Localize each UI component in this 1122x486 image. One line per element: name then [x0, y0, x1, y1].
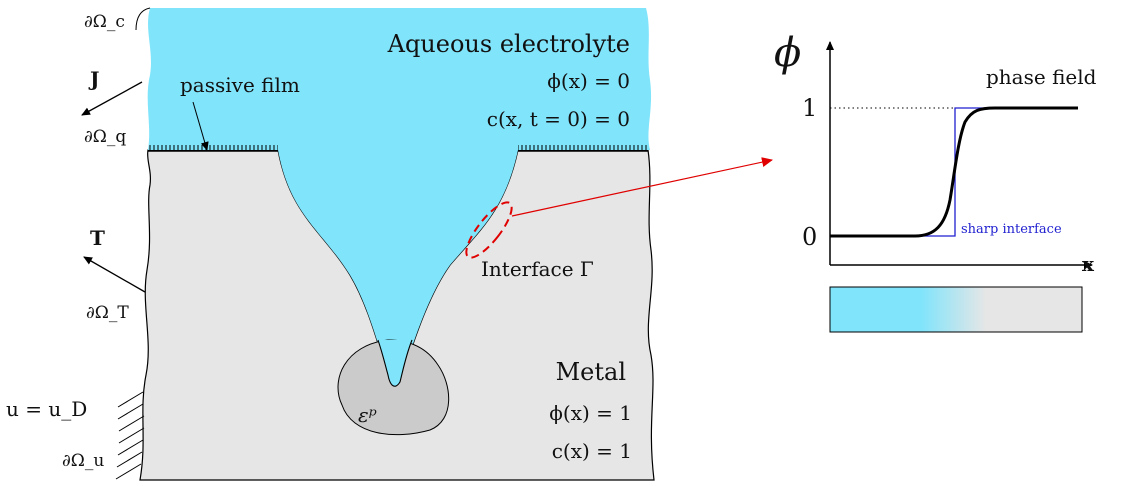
flux-label: J — [88, 67, 99, 91]
passive-film-right — [518, 145, 648, 151]
phase-field-plot: ϕ x 1 0 phase field sharp interface — [774, 30, 1097, 333]
plastic-zone — [337, 339, 450, 436]
electrolyte-eq2: c(x, t = 0) = 0 — [487, 107, 630, 131]
electrolyte-region — [147, 8, 652, 387]
sharp-interface-label: sharp interface — [961, 222, 1062, 237]
passive-film-label: passive film — [180, 73, 300, 97]
phase-field-label: phase field — [986, 65, 1097, 89]
metal-eq2: c(x) = 1 — [552, 439, 632, 463]
clamped-boundary — [115, 391, 145, 480]
tick-one: 1 — [802, 94, 817, 122]
metal-eq1: ϕ(x) = 1 — [549, 401, 632, 425]
phase-gradient-bar — [829, 286, 1083, 333]
interface-highlight — [465, 201, 513, 259]
displacement-bc-label: u = u_D — [6, 397, 87, 421]
phase-field-curve — [830, 106, 1078, 238]
boundary-T-label: ∂Ω_T — [86, 303, 129, 323]
tick-zero: 0 — [802, 223, 817, 251]
passive-film-pointer — [192, 101, 209, 151]
boundary-u-label: ∂Ω_u — [62, 451, 104, 471]
plastic-zone-label: εᵖ — [358, 403, 377, 427]
boundary-c-label: ∂Ω_c — [84, 12, 125, 32]
y-axis-symbol: ϕ — [774, 30, 801, 76]
flux-arrow — [81, 81, 143, 116]
electrolyte-eq1: ϕ(x) = 0 — [547, 69, 630, 93]
traction-arrow — [83, 256, 146, 293]
electrolyte-title: Aqueous electrolyte — [387, 30, 630, 58]
passive-film-left — [148, 145, 278, 151]
boundary-q-label: ∂Ω_q — [84, 127, 126, 147]
traction-label: T — [90, 226, 105, 250]
interface-label: Interface Γ — [481, 257, 594, 281]
metal-title: Metal — [556, 358, 626, 386]
zoom-pointer — [511, 157, 773, 217]
x-axis-symbol: x — [1082, 252, 1095, 276]
domain-figure: Aqueous electrolyte ϕ(x) = 0 c(x, t = 0)… — [6, 7, 655, 481]
